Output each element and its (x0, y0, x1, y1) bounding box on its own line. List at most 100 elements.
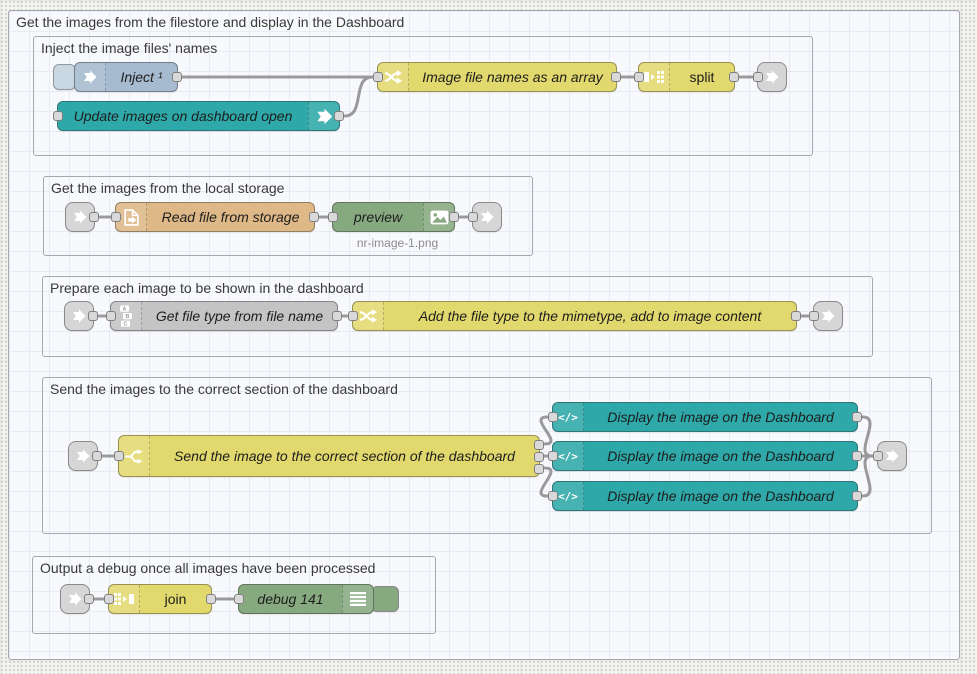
input-port[interactable] (873, 451, 883, 461)
debug-list-icon (342, 585, 373, 613)
output-port-3[interactable] (534, 464, 544, 474)
input-port[interactable] (548, 412, 558, 422)
output-port[interactable] (332, 311, 342, 321)
output-port[interactable] (172, 72, 182, 82)
mimetype-function-label: Add the file type to the mimetype, add t… (418, 308, 762, 324)
group-send-title: Send the images to the correct section o… (50, 381, 398, 397)
input-port[interactable] (634, 72, 644, 82)
link-in-icon (74, 210, 87, 224)
input-port[interactable] (468, 212, 478, 222)
display-node-3[interactable]: </> Display the image on the Dashboard (548, 481, 862, 511)
group-inject-title: Inject the image files' names (41, 40, 218, 56)
output-port[interactable] (852, 491, 862, 501)
input-port[interactable] (809, 311, 819, 321)
image-preview-icon (423, 203, 454, 231)
display-node-1[interactable]: </> Display the image on the Dashboard (548, 402, 862, 432)
input-port[interactable] (348, 311, 358, 321)
display-node-2-label: Display the image on the Dashboard (607, 448, 834, 464)
output-port[interactable] (84, 594, 94, 604)
group-debug[interactable]: Output a debug once all images have been… (32, 556, 436, 634)
link-in-node-2[interactable] (64, 301, 98, 331)
wire[interactable] (861, 454, 874, 498)
inject-trigger-button[interactable] (53, 64, 76, 90)
output-port[interactable] (334, 111, 344, 121)
code-glyph: </> (558, 410, 578, 424)
read-file-node[interactable]: Read file from storage (111, 202, 319, 232)
input-port[interactable] (548, 451, 558, 461)
group-prepare[interactable]: Prepare each image to be shown in the da… (42, 276, 873, 357)
update-images-node-label: Update images on dashboard open (73, 108, 293, 124)
link-in-node-1[interactable] (65, 202, 99, 232)
link-in-icon (73, 309, 86, 323)
link-out-node-1[interactable] (753, 62, 787, 92)
link-in-node-4[interactable] (60, 584, 94, 614)
output-port-2[interactable] (534, 452, 544, 462)
split-icon (639, 63, 670, 91)
display-node-2[interactable]: </> Display the image on the Dashboard (548, 441, 862, 471)
link-out-icon (481, 210, 494, 224)
wire[interactable] (539, 466, 553, 498)
display-node-3-label: Display the image on the Dashboard (607, 488, 834, 504)
join-icon (109, 585, 140, 613)
output-port[interactable] (791, 311, 801, 321)
input-port[interactable] (328, 212, 338, 222)
code-icon: </> (553, 442, 584, 470)
output-port-1[interactable] (534, 440, 544, 450)
debug-toggle-button[interactable] (371, 586, 399, 612)
output-port[interactable] (89, 212, 99, 222)
group-storage[interactable]: Get the images from the local storage (43, 176, 533, 256)
input-port[interactable] (106, 311, 116, 321)
group-outer-title: Get the images from the filestore and di… (16, 14, 405, 30)
inject-node[interactable]: Inject ¹ (74, 62, 182, 92)
output-port[interactable] (729, 72, 739, 82)
input-port[interactable] (373, 72, 383, 82)
link-out-node-2[interactable] (468, 202, 502, 232)
svg-text:A: A (123, 306, 127, 312)
switch-node-label: Send the image to the correct section of… (174, 448, 515, 464)
debug-node[interactable]: debug 141 (234, 584, 374, 614)
wire[interactable] (343, 75, 374, 118)
output-port[interactable] (92, 451, 102, 461)
inject-node-label: Inject ¹ (120, 69, 163, 85)
input-port[interactable] (53, 111, 63, 121)
abc-sort-icon: A B C (111, 302, 142, 330)
group-send[interactable]: Send the images to the correct section o… (42, 377, 932, 534)
code-glyph: </> (558, 449, 578, 463)
input-port[interactable] (114, 451, 124, 461)
output-port[interactable] (449, 212, 459, 222)
link-out-icon (766, 70, 779, 84)
output-port[interactable] (611, 72, 621, 82)
filenames-function-label: Image file names as an array (422, 69, 603, 85)
output-port[interactable] (88, 311, 98, 321)
filenames-function-node[interactable]: Image file names as an array (373, 62, 621, 92)
split-node[interactable]: split (634, 62, 739, 92)
output-port[interactable] (206, 594, 216, 604)
update-images-node[interactable]: Update images on dashboard open (53, 101, 344, 131)
group-inject[interactable]: Inject the image files' names (33, 36, 813, 156)
join-node-label: join (164, 591, 187, 607)
input-port[interactable] (753, 72, 763, 82)
link-out-node-3[interactable] (809, 301, 843, 331)
svg-text:B: B (126, 313, 130, 319)
link-in-node-3[interactable] (68, 441, 102, 471)
preview-node[interactable]: preview (328, 202, 459, 232)
output-port[interactable] (309, 212, 319, 222)
input-port[interactable] (234, 594, 244, 604)
join-node[interactable]: join (104, 584, 216, 614)
swap-icon (353, 302, 384, 330)
mimetype-function-node[interactable]: Add the file type to the mimetype, add t… (348, 301, 801, 331)
switch-icon (119, 436, 150, 476)
input-port[interactable] (104, 594, 114, 604)
input-port[interactable] (111, 212, 121, 222)
file-type-node[interactable]: A B C Get file type from file name (106, 301, 342, 331)
input-port[interactable] (548, 491, 558, 501)
wire[interactable] (539, 415, 553, 446)
output-port[interactable] (852, 451, 862, 461)
switch-node[interactable]: Send the image to the correct section of… (114, 435, 544, 477)
link-out-node-4[interactable] (873, 441, 907, 471)
output-port[interactable] (852, 412, 862, 422)
swap-icon (378, 63, 409, 91)
code-icon: </> (553, 482, 584, 510)
